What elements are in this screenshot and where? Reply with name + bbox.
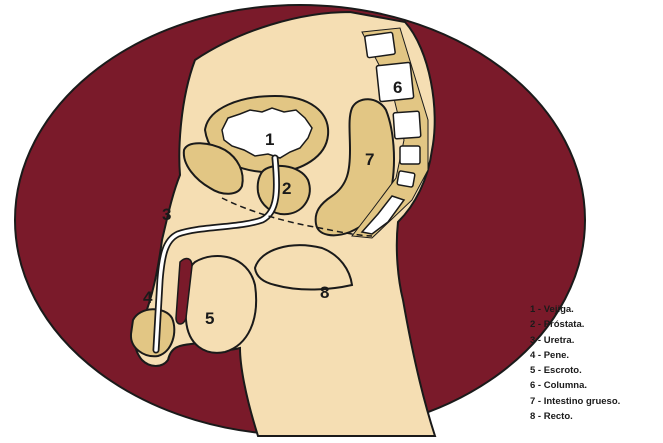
legend-item: 1 - Vejiga.: [530, 302, 620, 317]
vertebra: [397, 171, 415, 188]
legend-item: 8 - Recto.: [530, 409, 620, 424]
legend-item: 3 - Uretra.: [530, 333, 620, 348]
scrotum-shape: [185, 256, 256, 353]
vertebra: [393, 111, 421, 139]
label-large-intestine: 7: [365, 150, 374, 169]
label-penis: 4: [143, 288, 153, 307]
vertebra: [400, 146, 420, 164]
label-prostate: 2: [282, 179, 291, 198]
label-urethra: 3: [162, 205, 171, 224]
legend: 1 - Vejiga. 2 - Próstata. 3 - Uretra. 4 …: [530, 302, 620, 424]
label-scrotum: 5: [205, 309, 214, 328]
label-column: 6: [393, 78, 402, 97]
legend-item: 4 - Pene.: [530, 348, 620, 363]
legend-item: 6 - Columna.: [530, 378, 620, 393]
legend-item: 7 - Intestino grueso.: [530, 394, 620, 409]
legend-item: 5 - Escroto.: [530, 363, 620, 378]
label-rectum: 8: [320, 283, 329, 302]
vertebra: [365, 32, 396, 58]
legend-item: 2 - Próstata.: [530, 317, 620, 332]
label-bladder: 1: [265, 130, 274, 149]
